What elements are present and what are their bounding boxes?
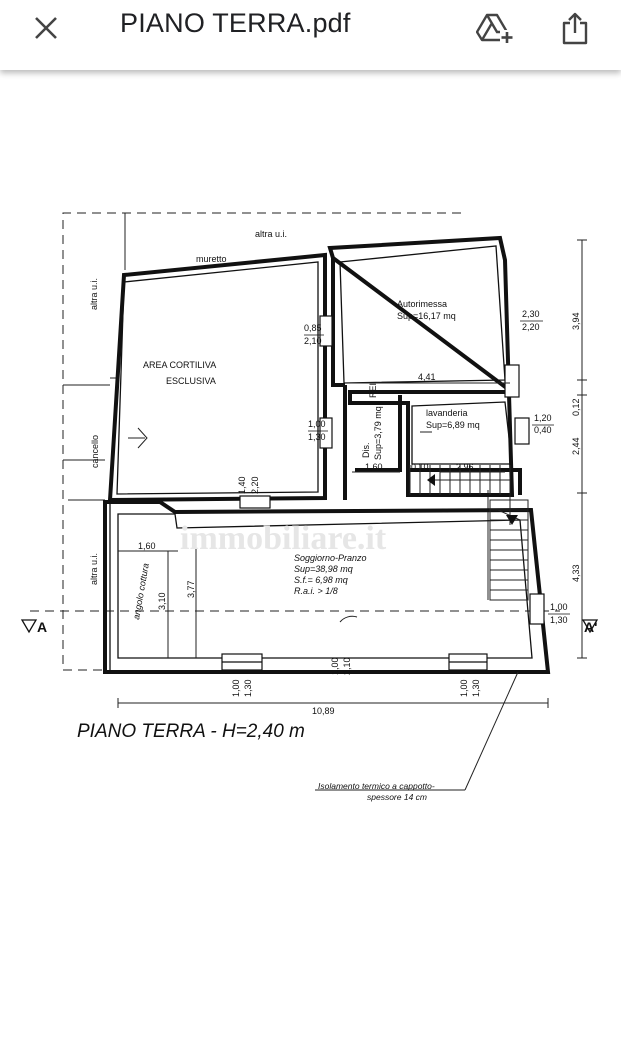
dim-130: 1,30 [308, 432, 326, 442]
label-soggiorno-rai: R.a.i. > 1/8 [294, 586, 338, 596]
label-rei: REI [368, 383, 378, 398]
dim-012: 0,12 [571, 398, 581, 416]
windows [221, 315, 545, 671]
dim-120: 1,20 [534, 413, 552, 423]
dim-160a: 1,60 [365, 462, 383, 472]
close-button[interactable] [24, 6, 68, 50]
dim-441: 4,41 [418, 372, 436, 382]
label-area-1: AREA CORTILIVA [143, 360, 216, 370]
label-dis: Dis. [361, 443, 371, 459]
drive-add-icon [476, 13, 514, 44]
document-title: PIANO TERRA.pdf [120, 8, 351, 38]
walls [103, 235, 551, 674]
label-angolo-cottura: angolo cottura [131, 562, 151, 620]
stair-arrow-icon [427, 474, 435, 486]
label-area-2: ESCLUSIVA [166, 376, 216, 386]
dim-130d: 1,30 [550, 615, 568, 625]
label-altra-ui-left-top: altra u.i. [89, 278, 99, 310]
dimension-lines [117, 239, 587, 791]
dim-010: 0,10 [411, 462, 429, 472]
share-button[interactable] [553, 6, 597, 50]
dim-100c: 1,00 [330, 657, 340, 675]
label-soggiorno-sf: S.f.= 6,98 mq [294, 575, 348, 585]
dim-220b: 2,20 [522, 322, 540, 332]
dim-130b: 1,30 [243, 679, 253, 697]
label-dis-sup: Sup=3,79 mq [373, 406, 383, 460]
dim-100e: 1,00 [550, 602, 568, 612]
dim-140: 1,40 [237, 476, 247, 494]
dim-220: 2,20 [250, 476, 260, 494]
dim-433: 4,33 [571, 564, 581, 582]
label-lavanderia-sup: Sup=6,89 mq [426, 420, 480, 430]
pdf-viewer[interactable]: A A' immobiliare.it altra u.i. muretto a… [0, 70, 621, 1050]
dim-100b: 1,00 [231, 679, 241, 697]
floor-plan: A A' immobiliare.it altra u.i. muretto a… [20, 212, 599, 802]
watermark: immobiliare.it [180, 520, 387, 557]
dim-310: 3,10 [157, 592, 167, 610]
dim-130c: 1,30 [471, 679, 481, 697]
room-labels: altra u.i. muretto altra u.i. altra u.i.… [89, 229, 480, 802]
label-altra-ui-top: altra u.i. [255, 229, 287, 239]
section-a-label: A [37, 619, 47, 635]
plan-title: PIANO TERRA - H=2,40 m [77, 721, 305, 742]
label-altra-ui-left-bottom: altra u.i. [89, 553, 99, 585]
dim-100d: 1,00 [459, 679, 469, 697]
label-autorimessa-sup: Sup=16,17 mq [397, 311, 456, 321]
label-isolamento-1: Isolamento termico a cappotto- [318, 781, 435, 791]
dim-394: 3,94 [571, 312, 581, 330]
dim-230: 2,30 [522, 309, 540, 319]
label-muretto: muretto [196, 254, 227, 264]
dim-085: 0,85 [304, 323, 322, 333]
label-cancello: cancello [90, 435, 100, 468]
label-autorimessa: Autorimessa [397, 299, 447, 309]
dim-210b: 2,10 [342, 657, 352, 675]
add-to-drive-button[interactable] [473, 6, 517, 50]
app-bar: PIANO TERRA.pdf [0, 0, 621, 70]
dim-040: 0,40 [534, 425, 552, 435]
dimension-labels: 0,85 2,10 1,00 1,30 1,40 2,20 2,30 2,20 … [138, 309, 581, 716]
dim-100: 1,00 [308, 419, 326, 429]
dim-377: 3,77 [186, 580, 196, 598]
section-a-prime-label: A' [584, 619, 597, 635]
stair-arrow-icon [506, 515, 518, 525]
staircase [409, 465, 529, 601]
label-soggiorno-sup: Sup=38,98 mq [294, 564, 353, 574]
dim-1089: 10,89 [312, 706, 335, 716]
dim-160b: 1,60 [138, 541, 156, 551]
inner-walls [109, 245, 533, 672]
dim-244: 2,44 [571, 437, 581, 455]
close-icon [35, 17, 57, 39]
label-soggiorno: Soggiorno-Pranzo [294, 553, 367, 563]
property-boundary [30, 212, 560, 671]
dim-296: 2,96 [456, 462, 474, 472]
share-icon [562, 12, 588, 45]
label-isolamento-2: spessore 14 cm [367, 792, 427, 802]
section-markers: A A' [20, 619, 599, 635]
label-lavanderia: lavanderia [426, 408, 468, 418]
dim-210: 2,10 [304, 336, 322, 346]
